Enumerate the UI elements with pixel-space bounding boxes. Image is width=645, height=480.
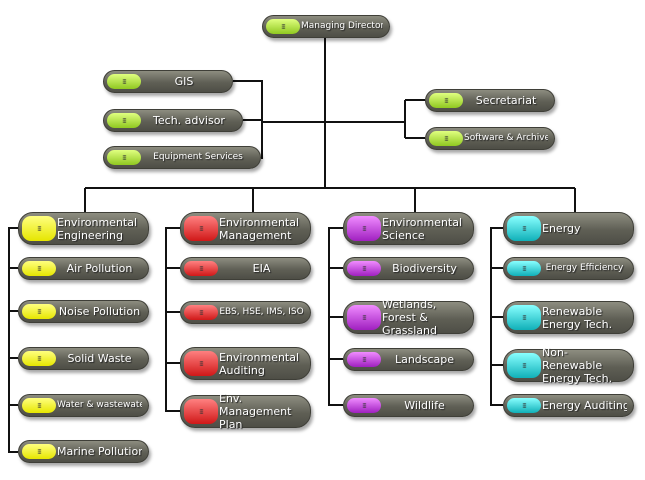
grid-icon: ⁞⁞⁞ [107, 74, 141, 89]
node-sub-unit[interactable]: ⁞⁞⁞ Solid Waste [18, 347, 149, 370]
grid-icon: ⁞⁞⁞ [184, 216, 218, 241]
node-label: Solid Waste [67, 352, 132, 365]
node-label: Environmental Science [382, 215, 463, 242]
grid-icon: ⁞⁞⁞ [184, 351, 218, 376]
node-tech-advisor[interactable]: ⁞⁞⁞ Tech. advisor [103, 109, 243, 132]
node-label: Renewable Energy Tech. [542, 304, 613, 331]
grid-icon: ⁞⁞⁞ [507, 216, 541, 241]
node-label: Noise Pollution [58, 305, 141, 318]
node-gis[interactable]: ⁞⁞⁞ GIS [103, 70, 233, 93]
node-label: Software & Archive [464, 133, 548, 143]
grid-icon: ⁞⁞⁞ [266, 19, 300, 34]
node-managing-director[interactable]: ⁞⁞⁞Managing Director [262, 15, 390, 38]
node-label: Landscape [394, 353, 455, 366]
grid-icon: ⁞⁞⁞ [22, 304, 56, 319]
node-sub-unit[interactable]: ⁞⁞⁞Marine Pollution [18, 440, 149, 463]
node-sub-unit[interactable]: ⁞⁞⁞EBS, HSE, IMS, ISO [180, 301, 311, 324]
node-label: Wetlands, Forest & Grassland [382, 298, 437, 337]
node-sub-unit[interactable]: ⁞⁞⁞Wetlands, Forest & Grassland [343, 298, 474, 337]
node-label: Wildlife [404, 399, 445, 412]
node-sub-unit[interactable]: ⁞⁞⁞ Energy Efficiency [503, 257, 634, 280]
grid-icon: ⁞⁞⁞ [22, 351, 56, 366]
grid-icon: ⁞⁞⁞ [184, 399, 218, 424]
grid-icon: ⁞⁞⁞ [107, 150, 141, 165]
grid-icon: ⁞⁞⁞ [347, 261, 381, 276]
node-label: Energy Auditing [542, 399, 627, 412]
node-label: Marine Pollution [57, 445, 142, 458]
node-label: EBS, HSE, IMS, ISO [219, 307, 304, 317]
grid-icon: ⁞⁞⁞ [22, 398, 56, 413]
grid-icon: ⁞⁞⁞ [22, 216, 56, 241]
node-sub-unit[interactable]: ⁞⁞⁞ Biodiversity [343, 257, 474, 280]
grid-icon: ⁞⁞⁞ [507, 261, 541, 276]
node-label: Secretariat [475, 94, 537, 107]
node-equipment-services[interactable]: ⁞⁞⁞ Equipment Services [103, 146, 261, 169]
node-label: Energy Efficiency [545, 263, 624, 273]
grid-icon: ⁞⁞⁞ [507, 398, 541, 413]
node-label: Environmental Engineering [57, 215, 138, 242]
node-department[interactable]: ⁞⁞⁞Environmental Engineering [18, 212, 149, 245]
node-label: Energy [542, 222, 581, 235]
node-label: Environmental Auditing [219, 350, 300, 377]
grid-icon: ⁞⁞⁞ [347, 216, 381, 241]
node-sub-unit[interactable]: ⁞⁞⁞ Air Pollution [18, 257, 149, 280]
grid-icon: ⁞⁞⁞ [507, 353, 541, 378]
node-label: Equipment Services [153, 152, 243, 162]
node-label: Air Pollution [66, 262, 133, 275]
node-label: Env. Management Plan [219, 392, 292, 431]
node-sub-unit[interactable]: ⁞⁞⁞Env. Management Plan [180, 392, 311, 431]
grid-icon: ⁞⁞⁞ [507, 305, 541, 330]
node-sub-unit[interactable]: ⁞⁞⁞ Wildlife [343, 394, 474, 417]
node-department[interactable]: ⁞⁞⁞Energy [503, 212, 634, 245]
node-department[interactable]: ⁞⁞⁞Environmental Science [343, 212, 474, 245]
grid-icon: ⁞⁞⁞ [22, 261, 56, 276]
grid-icon: ⁞⁞⁞ [347, 305, 381, 330]
node-secretariat[interactable]: ⁞⁞⁞ Secretariat [425, 89, 555, 112]
grid-icon: ⁞⁞⁞ [347, 352, 381, 367]
grid-icon: ⁞⁞⁞ [429, 93, 463, 108]
grid-icon: ⁞⁞⁞ [184, 305, 218, 320]
node-sub-unit[interactable]: ⁞⁞⁞ Landscape [343, 348, 474, 371]
grid-icon: ⁞⁞⁞ [184, 261, 218, 276]
node-label: Tech. advisor [153, 114, 225, 127]
node-department[interactable]: ⁞⁞⁞Environmental Management [180, 212, 311, 245]
node-label: EIA [252, 262, 271, 275]
node-sub-unit[interactable]: ⁞⁞⁞Energy Auditing [503, 394, 634, 417]
node-software-archive[interactable]: ⁞⁞⁞Software & Archive [425, 127, 555, 150]
grid-icon: ⁞⁞⁞ [22, 444, 56, 459]
node-label: Biodiversity [392, 262, 457, 275]
node-label: Water & wastewater [57, 400, 142, 410]
node-sub-unit[interactable]: ⁞⁞⁞ EIA [180, 257, 311, 280]
grid-icon: ⁞⁞⁞ [347, 398, 381, 413]
node-label: GIS [174, 75, 194, 88]
node-label: Non-Renewable Energy Tech. [542, 346, 613, 385]
node-sub-unit[interactable]: ⁞⁞⁞Noise Pollution [18, 300, 149, 323]
node-label: Managing Director [301, 21, 383, 31]
grid-icon: ⁞⁞⁞ [107, 113, 141, 128]
node-sub-unit[interactable]: ⁞⁞⁞Environmental Auditing [180, 347, 311, 380]
node-sub-unit[interactable]: ⁞⁞⁞Water & wastewater [18, 394, 149, 417]
node-sub-unit[interactable]: ⁞⁞⁞Renewable Energy Tech. [503, 301, 634, 334]
node-sub-unit[interactable]: ⁞⁞⁞Non-Renewable Energy Tech. [503, 346, 634, 385]
node-label: Environmental Management [219, 215, 300, 242]
grid-icon: ⁞⁞⁞ [429, 131, 463, 146]
